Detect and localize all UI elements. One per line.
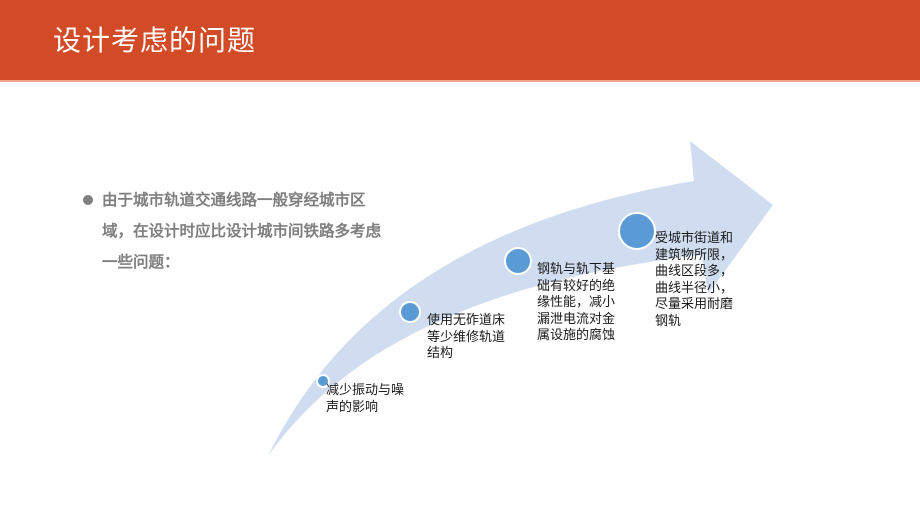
step-3-dot-icon — [504, 247, 532, 275]
step-1-label: 减少振动与噪声的影响 — [326, 383, 405, 415]
page-title: 设计考虑的问题 — [53, 24, 257, 57]
step-2-dot-icon — [399, 301, 421, 323]
header-divider — [0, 80, 920, 82]
step-3-label: 钢轨与轨下基础有较好的绝缘性能，减小漏泄电流对金属设施的腐蚀 — [537, 262, 616, 343]
step-2-label: 使用无砟道床等少维修轨道结构 — [427, 313, 506, 361]
title-bar: 设计考虑的问题 — [0, 0, 920, 80]
step-4-label: 受城市街道和建筑物所限，曲线区段多，曲线半径小，尽量采用耐磨钢轨 — [655, 231, 734, 329]
step-4-dot-icon — [618, 212, 656, 250]
bullet-dot-icon — [83, 195, 93, 205]
intro-text: 由于城市轨道交通线路一般穿经城市区域，在设计时应比设计城市间铁路多考虑一些问题： — [102, 191, 382, 271]
intro-bullet: 由于城市轨道交通线路一般穿经城市区域，在设计时应比设计城市间铁路多考虑一些问题： — [80, 185, 390, 278]
step-1-dot-icon — [316, 374, 330, 388]
